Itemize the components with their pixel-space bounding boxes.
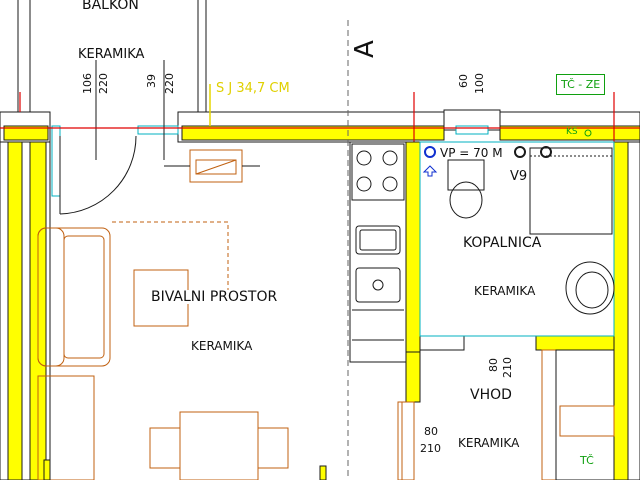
bivalni-prostor-label: BIVALNI PROSTOR — [151, 289, 278, 305]
keramika-vhod-label: KERAMIKA — [458, 436, 520, 450]
dim-39: 39 — [145, 74, 158, 88]
tc-label: TČ — [580, 454, 594, 467]
dim-220a: 220 — [97, 73, 110, 94]
dim-220b: 220 — [163, 73, 176, 94]
balkon-label: BALKON — [82, 0, 139, 13]
bathroom-walls — [405, 141, 640, 480]
kopalnica-label: KOPALNICA — [463, 235, 542, 251]
kitchen-counter — [349, 141, 407, 363]
keramika-kopalnica-label: KERAMIKA — [474, 284, 536, 298]
sofa — [37, 227, 111, 367]
balcony-walls — [17, 0, 207, 112]
radiator — [164, 149, 260, 183]
top-wall — [0, 109, 640, 143]
balcony-door — [51, 60, 179, 215]
dim-106: 106 — [81, 73, 94, 94]
bathroom-fixtures — [422, 129, 615, 315]
vp-label: VP = 70 M — [440, 146, 503, 160]
section-a-label: A — [350, 40, 380, 58]
tc-ze-label: TČ - ZE — [556, 74, 606, 95]
coffee-table — [112, 221, 229, 327]
door-dim-210a: 210 — [501, 357, 514, 378]
keramika-bivalni-label: KERAMIKA — [191, 339, 253, 353]
door-dim-210b: 210 — [420, 442, 441, 455]
axis-lines — [0, 92, 640, 150]
dim-100: 100 — [473, 73, 486, 94]
dim-60: 60 — [457, 74, 470, 88]
keramika-balkon-label: KERAMIKA — [78, 47, 145, 62]
dining-table — [37, 375, 289, 480]
vhod-label: VHOD — [470, 387, 512, 403]
door-dim-80b: 80 — [424, 425, 438, 438]
v9-label: V9 — [510, 169, 528, 184]
door-dim-80a: 80 — [487, 358, 500, 372]
ks-label: KS — [566, 127, 578, 137]
yellow-fragments — [43, 459, 327, 480]
entry-door — [397, 349, 615, 480]
sj-label: S J 34,7 CM — [216, 81, 290, 96]
left-wall — [0, 141, 51, 480]
